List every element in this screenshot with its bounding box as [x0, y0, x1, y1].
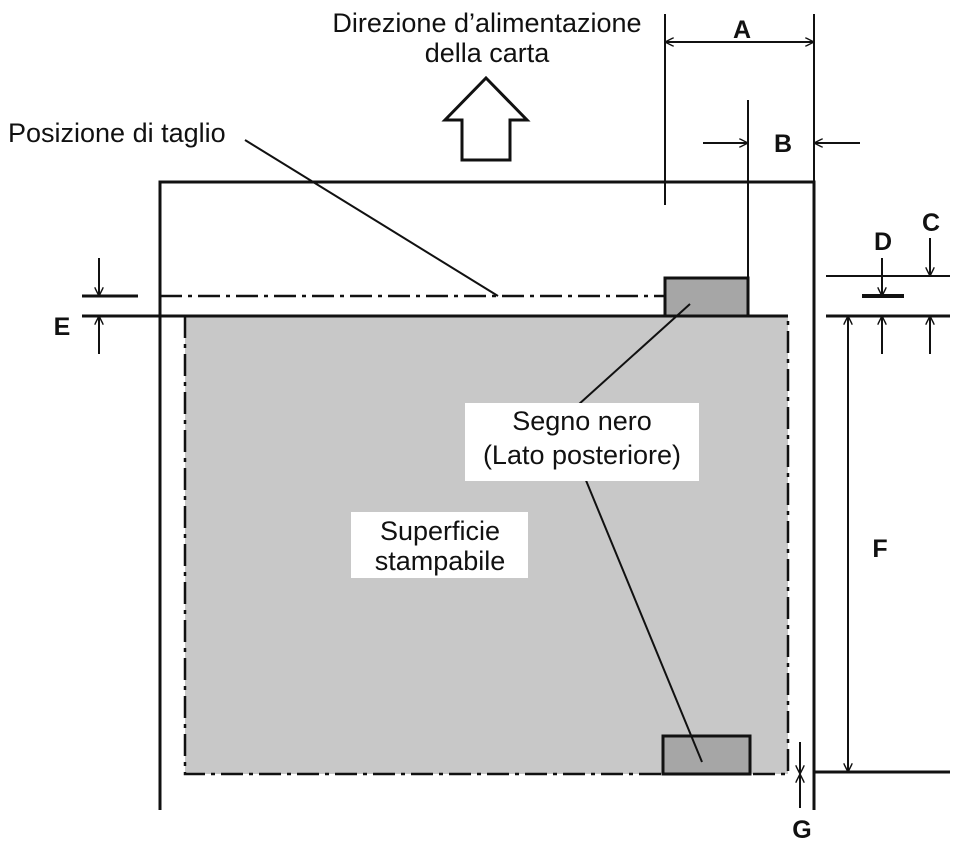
black-mark-label-box	[465, 403, 699, 481]
black-mark-label-line1: Segno nero	[512, 406, 652, 436]
dim-f-label: F	[872, 535, 887, 563]
printable-area-label-line1: Superficie	[380, 516, 500, 546]
paper-edge	[158, 180, 816, 810]
feed-direction-arrow	[441, 75, 531, 162]
dim-b-label: B	[774, 130, 792, 158]
black-mark-leader-bottom	[584, 477, 703, 763]
dim-d-label: D	[874, 228, 892, 256]
black-mark-top	[663, 276, 750, 318]
dim-g-label: G	[792, 816, 811, 843]
cut-position-leader	[244, 139, 499, 297]
dim-a-label: A	[733, 16, 751, 44]
printable-area-label-box	[351, 512, 528, 578]
printable-area-border	[183, 316, 790, 776]
black-mark-leader-top	[577, 303, 691, 406]
cut-position-label: Posizione di taglio	[8, 118, 226, 148]
black-mark-bottom	[661, 734, 752, 776]
dim-c-label: C	[922, 209, 940, 237]
feed-direction-label-line2: della carta	[425, 38, 551, 68]
black-mark-label-line2: (Lato posteriore)	[483, 440, 681, 470]
printable-area-label-line2: stampabile	[375, 546, 506, 576]
feed-direction-label-line1: Direzione d’alimentazione	[332, 8, 641, 38]
dim-e-label: E	[54, 313, 71, 341]
